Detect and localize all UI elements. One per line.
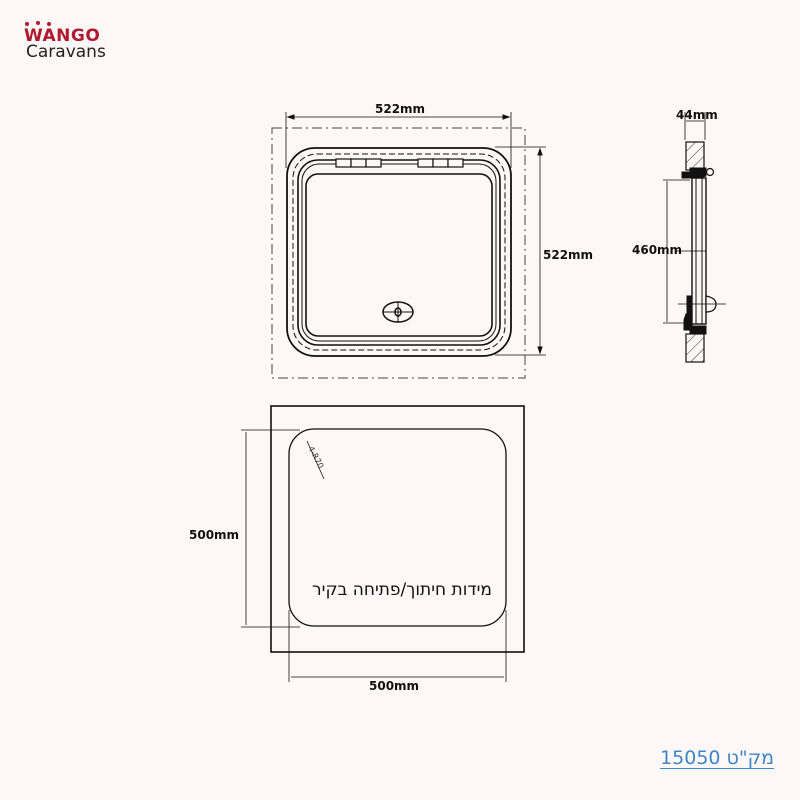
side-height-label: 460mm: [632, 243, 683, 257]
sku-link[interactable]: מק"ט 15050: [660, 747, 774, 769]
cutout-view: [241, 405, 525, 682]
radius-label: 4-R70: [306, 445, 325, 470]
cutout-height-label: 500mm: [189, 528, 240, 542]
brand-subtitle: Caravans: [26, 42, 106, 62]
lock-handle-icon: [382, 301, 414, 323]
front-height-label: 522mm: [543, 248, 594, 262]
side-view: [663, 112, 726, 363]
cutout-caption: מידות חיתוך/פתיחה בקיר: [312, 580, 492, 600]
side-depth-label: 44mm: [676, 108, 718, 122]
cutout-width-label: 500mm: [369, 679, 420, 693]
brand-name: WANGO: [24, 26, 101, 46]
front-width-label: 522mm: [375, 102, 426, 116]
crown-icon: [25, 21, 51, 26]
front-view: [271, 112, 546, 379]
brand-logo: WANGO Caravans: [24, 21, 134, 67]
